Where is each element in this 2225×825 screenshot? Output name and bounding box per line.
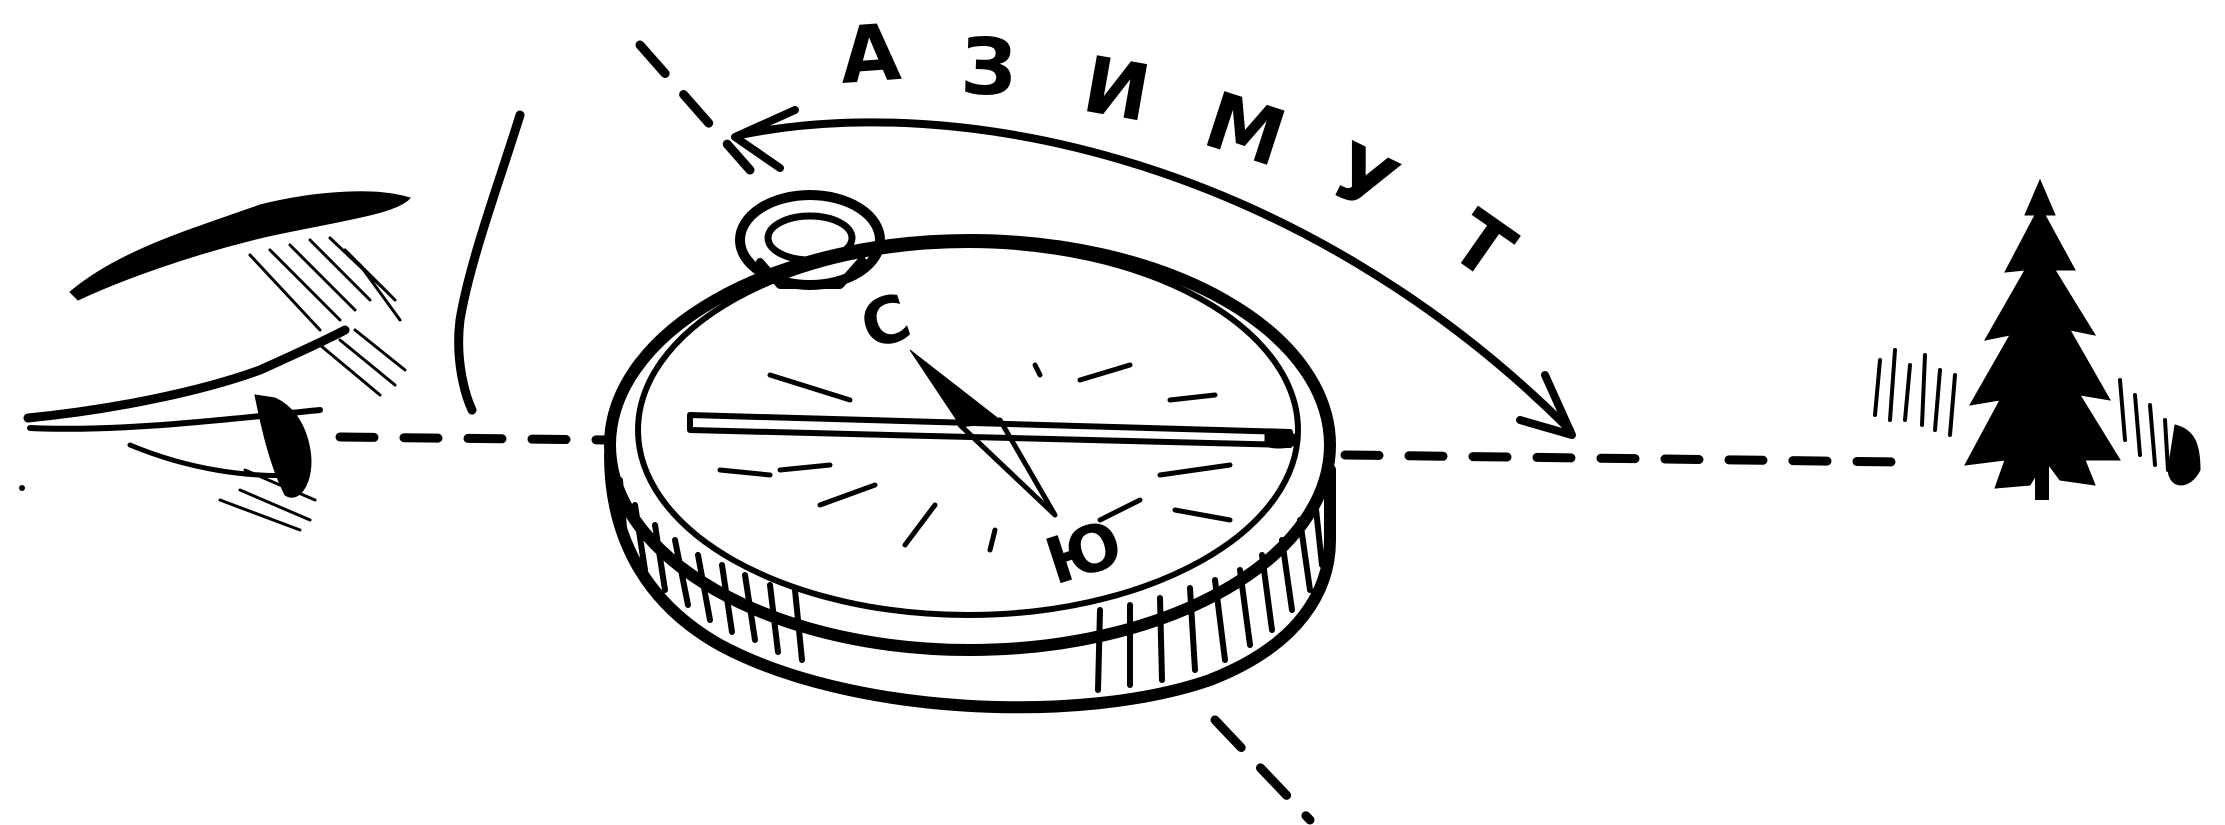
eye-illustration	[19, 192, 410, 530]
azimuth-letter: М	[1194, 75, 1296, 185]
compass-south-mark: Ю	[1037, 507, 1131, 601]
compass-needle-north	[910, 350, 1000, 425]
azimuth-label: А З И М У Т	[837, 8, 1529, 298]
azimuth-letter: А	[837, 8, 904, 102]
sight-line-right	[1345, 455, 1900, 462]
azimuth-letter: Т	[1434, 194, 1529, 298]
meridian-line-bottom	[1215, 720, 1310, 820]
sight-line-left	[340, 437, 610, 440]
tree-landmark	[1875, 180, 2200, 500]
azimuth-letter: И	[1077, 40, 1157, 140]
compass: С Ю	[609, 195, 1330, 716]
azimuth-letter: З	[959, 22, 1018, 114]
compass-dial-ticks	[720, 365, 1230, 550]
compass-north-mark: С	[852, 280, 920, 365]
meridian-line-top	[640, 45, 750, 170]
compass-ring	[740, 195, 880, 285]
sight-curve	[459, 115, 520, 410]
azimuth-letter: У	[1317, 126, 1411, 233]
